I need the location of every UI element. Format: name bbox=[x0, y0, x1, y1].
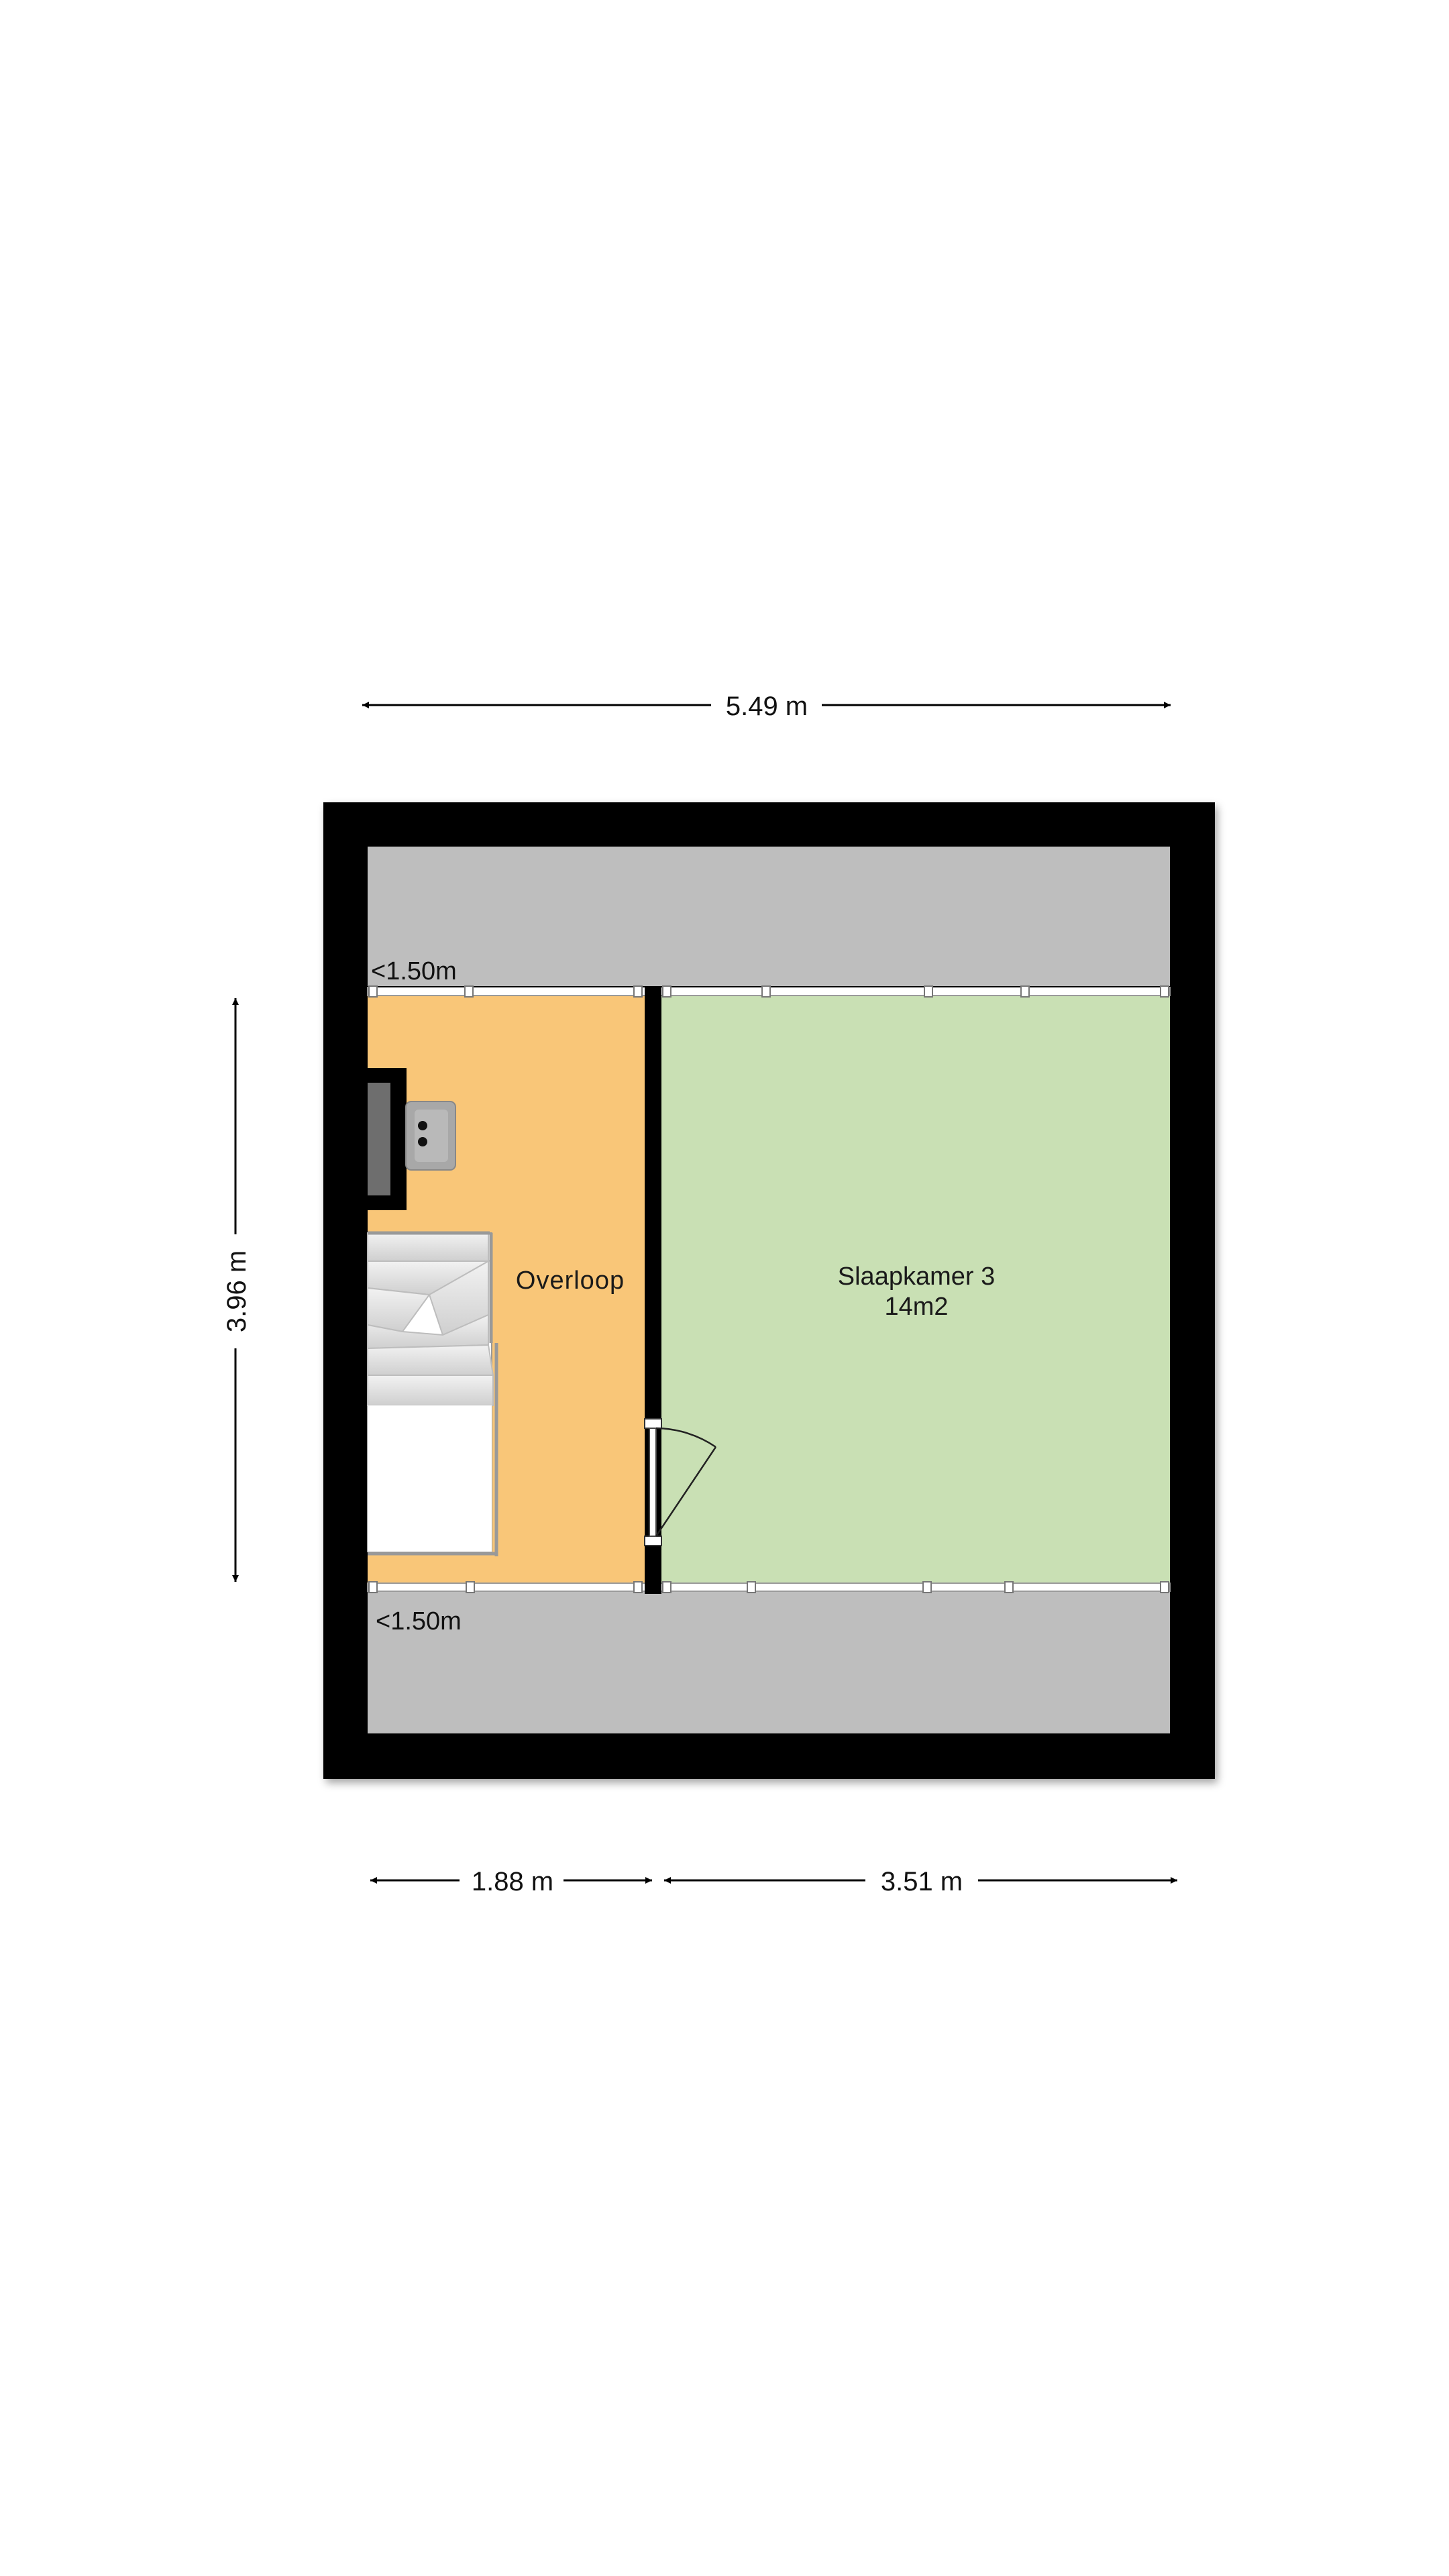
ceiling-height-top: <1.50m bbox=[371, 957, 457, 985]
slaapkamer-label: Slaapkamer 3 bbox=[838, 1263, 995, 1291]
ceiling-height-bottom: <1.50m bbox=[376, 1607, 462, 1635]
knee-wall-bottom bbox=[367, 1581, 1171, 1593]
total-width-label: 5.49 m bbox=[726, 692, 808, 721]
right-width-label: 3.51 m bbox=[881, 1867, 963, 1896]
total-depth-label: 3.96 m bbox=[222, 1250, 252, 1332]
left-width-label: 1.88 m bbox=[472, 1867, 553, 1896]
slaapkamer-room bbox=[661, 996, 1170, 1583]
slaapkamer-area: 14m2 bbox=[884, 1293, 948, 1321]
top-dimension: 5.49 m bbox=[362, 692, 1171, 721]
door-swing-icon bbox=[644, 1418, 717, 1546]
chimney-icon bbox=[365, 1068, 456, 1210]
bottom-dimensions: 1.88 m 3.51 m bbox=[370, 1867, 1177, 1896]
low-ceiling-zone-top bbox=[368, 847, 1170, 986]
staircase-icon bbox=[367, 1231, 498, 1556]
partition-wall bbox=[645, 986, 661, 1594]
left-dimension: 3.96 m bbox=[222, 998, 252, 1582]
knee-wall-top bbox=[367, 985, 1171, 998]
low-ceiling-zone-bottom bbox=[368, 1591, 1170, 1733]
overloop-label: Overloop bbox=[516, 1267, 625, 1295]
